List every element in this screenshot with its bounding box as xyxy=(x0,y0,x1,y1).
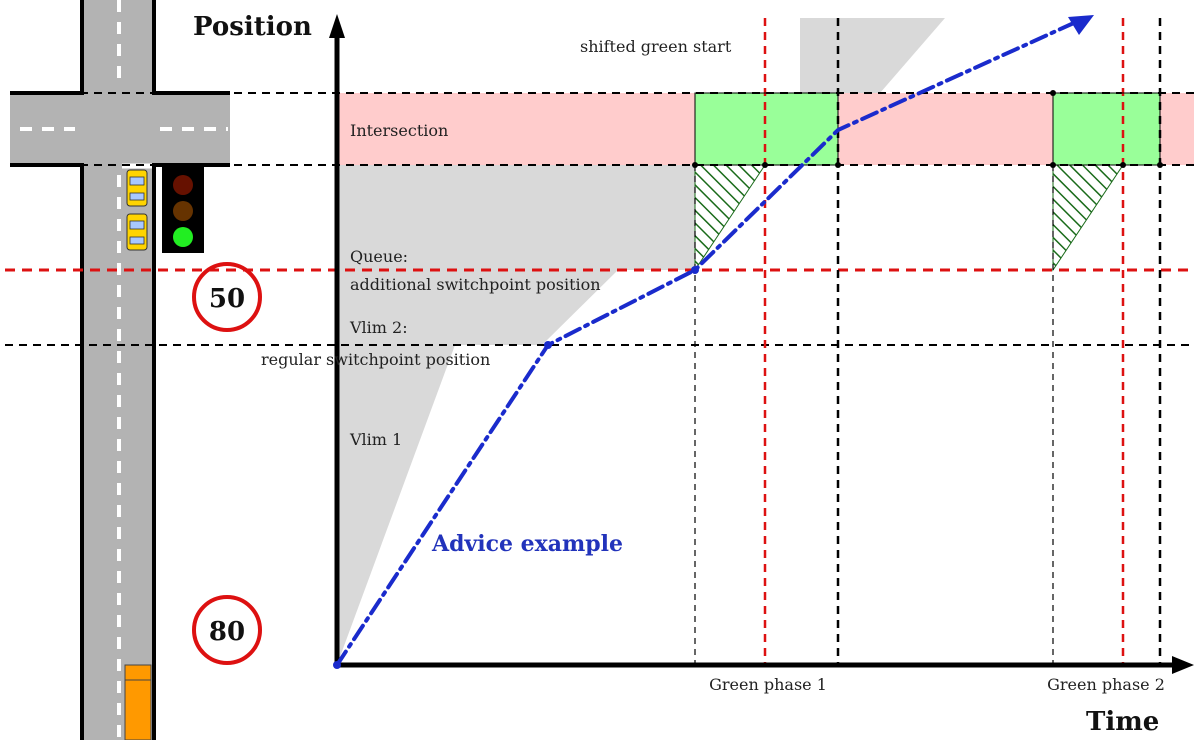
svg-text:50: 50 xyxy=(209,284,245,314)
horizontal-reference-lines xyxy=(5,92,1194,346)
additional-switchpoint-label: additional switchpoint position xyxy=(350,275,601,294)
truck-icon xyxy=(124,664,152,741)
advice-arrow-icon xyxy=(1068,15,1094,35)
green-phase-1-label: Green phase 1 xyxy=(709,675,827,694)
intersection-label: Intersection xyxy=(350,121,448,140)
advice-example-label: Advice example xyxy=(431,531,623,557)
y-axis-arrow-icon xyxy=(329,14,345,38)
svg-text:80: 80 xyxy=(209,617,245,647)
lane-markings xyxy=(20,0,228,740)
vertical-reference-lines xyxy=(694,18,1162,665)
y-axis-title: Position xyxy=(193,12,312,42)
advice-trajectory xyxy=(333,15,1094,669)
speed-limit-sign-80: 80 xyxy=(192,595,262,665)
car-icon xyxy=(126,169,148,207)
shifted-green-area xyxy=(800,18,945,93)
regular-switchpoint-label: regular switchpoint position xyxy=(261,350,490,369)
key-points xyxy=(692,90,1163,168)
green-phase-2-block xyxy=(1053,93,1160,165)
hatched-zone-2 xyxy=(1052,164,1124,272)
car-icon xyxy=(126,213,148,251)
traffic-light-icon xyxy=(162,167,204,253)
queue-label: Queue: xyxy=(350,247,408,266)
road-map: 50 80 xyxy=(10,0,262,741)
green-phase-2-label: Green phase 2 xyxy=(1047,675,1165,694)
green-phase-1-block xyxy=(695,93,838,165)
x-axis-arrow-icon xyxy=(1172,656,1194,674)
vlim2-label: Vlim 2: xyxy=(349,318,408,337)
queue-area xyxy=(337,165,695,665)
hatched-zone-1 xyxy=(694,164,766,272)
speed-limit-sign-50: 50 xyxy=(192,262,262,332)
axes xyxy=(329,14,1194,674)
x-axis-title: Time xyxy=(1086,707,1159,737)
vlim1-label: Vlim 1 xyxy=(349,430,402,449)
shifted-green-start-label: shifted green start xyxy=(580,37,732,56)
